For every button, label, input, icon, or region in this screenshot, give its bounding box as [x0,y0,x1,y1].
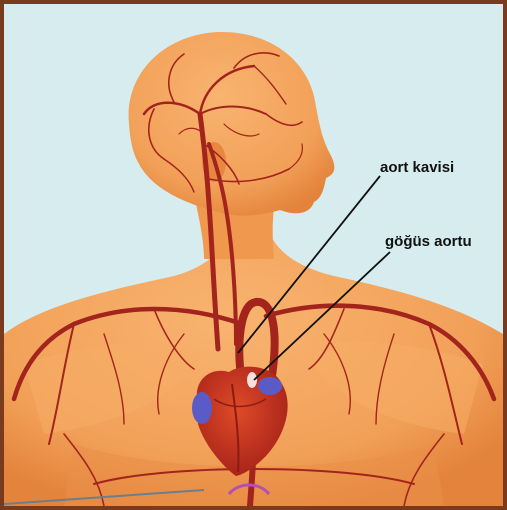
aortic-arch-label: aort kavisi [380,160,454,175]
thoracic-aorta-label: göğüs aortu [385,234,472,249]
circulatory-system-illustration [4,4,503,506]
